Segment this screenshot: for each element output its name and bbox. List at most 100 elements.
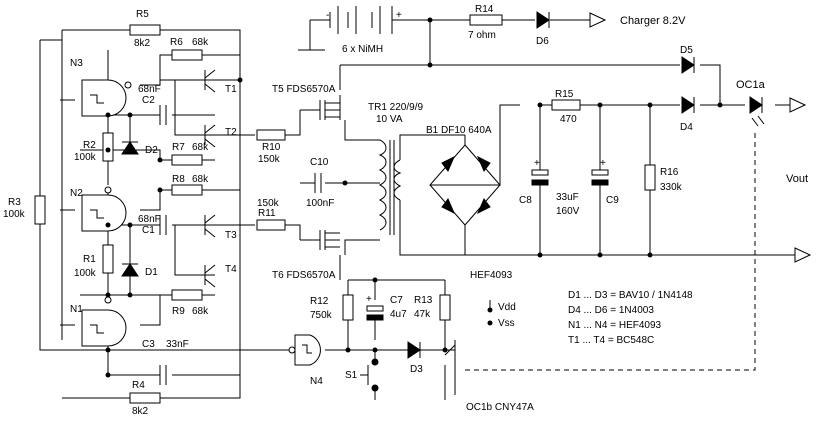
label-b1: B1 DF10 640A: [426, 125, 492, 136]
resistor-r10: [256, 129, 286, 141]
label-r7-value: 68k: [192, 142, 209, 153]
label-c3: C3: [142, 339, 155, 350]
legend-line-4: T1 ... T4 = BC548C: [568, 335, 654, 346]
label-t6: T6 FDS6570A: [272, 270, 336, 281]
resistor-r11: [256, 219, 286, 231]
mosfet-t5: [300, 100, 340, 120]
label-n4: N4: [310, 376, 323, 387]
label-c7-value: 4u7: [390, 309, 407, 320]
diode-d6: [536, 11, 550, 29]
label-r10-value: 150k: [258, 154, 281, 165]
diode-d5: [681, 56, 695, 74]
label-r4: R4: [132, 380, 145, 391]
label-c10-value: 100nF: [306, 198, 334, 209]
label-r2: R2: [83, 140, 96, 151]
label-tr1-va: 10 VA: [376, 114, 403, 125]
label-d3: D3: [410, 364, 423, 375]
transistor-t4: [190, 264, 216, 288]
label-vout: Vout: [786, 173, 808, 185]
label-r12-value: 750k: [310, 310, 333, 321]
label-d5: D5: [680, 45, 693, 56]
capacitor-c10: [314, 173, 322, 193]
transistor-t1: [190, 69, 216, 93]
battery-6xnimh: [298, 6, 393, 51]
label-c1-value: 68nF: [138, 214, 161, 225]
capacitor-c2: [159, 105, 167, 125]
resistor-r12: [342, 294, 354, 321]
label-d1: D1: [145, 267, 158, 278]
label-c1: C1: [142, 225, 155, 236]
label-battery-minus: -: [326, 10, 329, 21]
label-r8-value: 68k: [192, 174, 209, 185]
legend-line-1: D1 ... D3 = BAV10 / 1N4148: [568, 290, 693, 301]
label-d6: D6: [536, 36, 549, 47]
label-r1-value: 100k: [74, 268, 97, 279]
legend-line-2: D4 ... D6 = 1N4003: [568, 305, 654, 316]
label-r12: R12: [310, 296, 329, 307]
resistor-r4: [129, 392, 161, 404]
label-r1: R1: [83, 254, 96, 265]
mosfet-t6: [300, 230, 340, 250]
vout-minus-terminal: [794, 247, 812, 263]
label-r2-value: 100k: [74, 152, 97, 163]
resistor-r16: [644, 164, 656, 191]
label-vss: Vss: [498, 318, 515, 329]
label-r9: R9: [172, 306, 185, 317]
resistor-r5: [129, 24, 161, 36]
label-oc1a: OC1a: [736, 79, 766, 91]
label-n1: N1: [70, 304, 83, 315]
label-r3-value: 100k: [3, 209, 26, 220]
label-r7: R7: [172, 142, 185, 153]
label-r11: R11: [258, 208, 276, 219]
resistor-r14: [469, 14, 503, 26]
label-c8-value: 33uF: [556, 192, 579, 203]
capacitor-c9: [591, 169, 609, 186]
label-s1: S1: [345, 370, 358, 381]
nand-gate-n4: [288, 334, 321, 366]
label-t5: T5 FDS6570A: [272, 84, 336, 95]
component-labels: R5 8k2 R6 68k N3 68nF C2 T1 T2 R2 100k D…: [3, 4, 808, 417]
nand-gate-n3: [81, 79, 132, 117]
label-t4: T4: [225, 264, 237, 275]
label-r14: R14: [475, 4, 494, 15]
vout-plus-terminal: [789, 97, 807, 113]
label-r5-value: 8k2: [134, 38, 151, 49]
resistor-r15: [551, 99, 581, 111]
label-r4-value: 8k2: [132, 406, 149, 417]
capacitor-c1: [159, 215, 167, 235]
label-r6-value: 68k: [192, 37, 209, 48]
label-r13-value: 47k: [414, 309, 431, 320]
diode-d3: [407, 341, 421, 359]
label-c9: C9: [606, 195, 619, 206]
label-n2: N2: [70, 188, 83, 199]
switch-s1: [360, 365, 369, 385]
nand-gate-n1: [81, 296, 127, 347]
label-oc1b: OC1b CNY47A: [466, 402, 534, 413]
label-r14-value: 7 ohm: [468, 30, 496, 41]
resistor-r3: [34, 195, 46, 225]
capacitor-c7: [366, 305, 384, 321]
diode-d4: [681, 96, 695, 114]
label-r15: R15: [555, 89, 574, 100]
label-hef4093: HEF4093: [470, 270, 513, 281]
resistor-r8: [171, 184, 203, 196]
transformer-tr1: [378, 139, 402, 235]
label-c7: C7: [390, 295, 403, 306]
label-battery-plus: +: [396, 10, 402, 21]
capacitor-c8: [531, 169, 549, 186]
diode-d1: [121, 263, 139, 277]
optocoupler-led-oc1a: [749, 96, 765, 127]
label-c2-value: 68nF: [138, 84, 161, 95]
label-charger: Charger 8.2V: [620, 15, 686, 27]
resistor-r2: [102, 132, 114, 162]
junction-dots: [105, 17, 723, 392]
label-d4: D4: [680, 122, 693, 133]
label-t1: T1: [225, 84, 237, 95]
resistor-r7: [171, 154, 203, 166]
label-r10: R10: [262, 142, 281, 153]
label-r15-value: 470: [560, 114, 577, 125]
label-r8: R8: [172, 174, 185, 185]
label-c2: C2: [142, 95, 155, 106]
label-r13: R13: [414, 295, 433, 306]
